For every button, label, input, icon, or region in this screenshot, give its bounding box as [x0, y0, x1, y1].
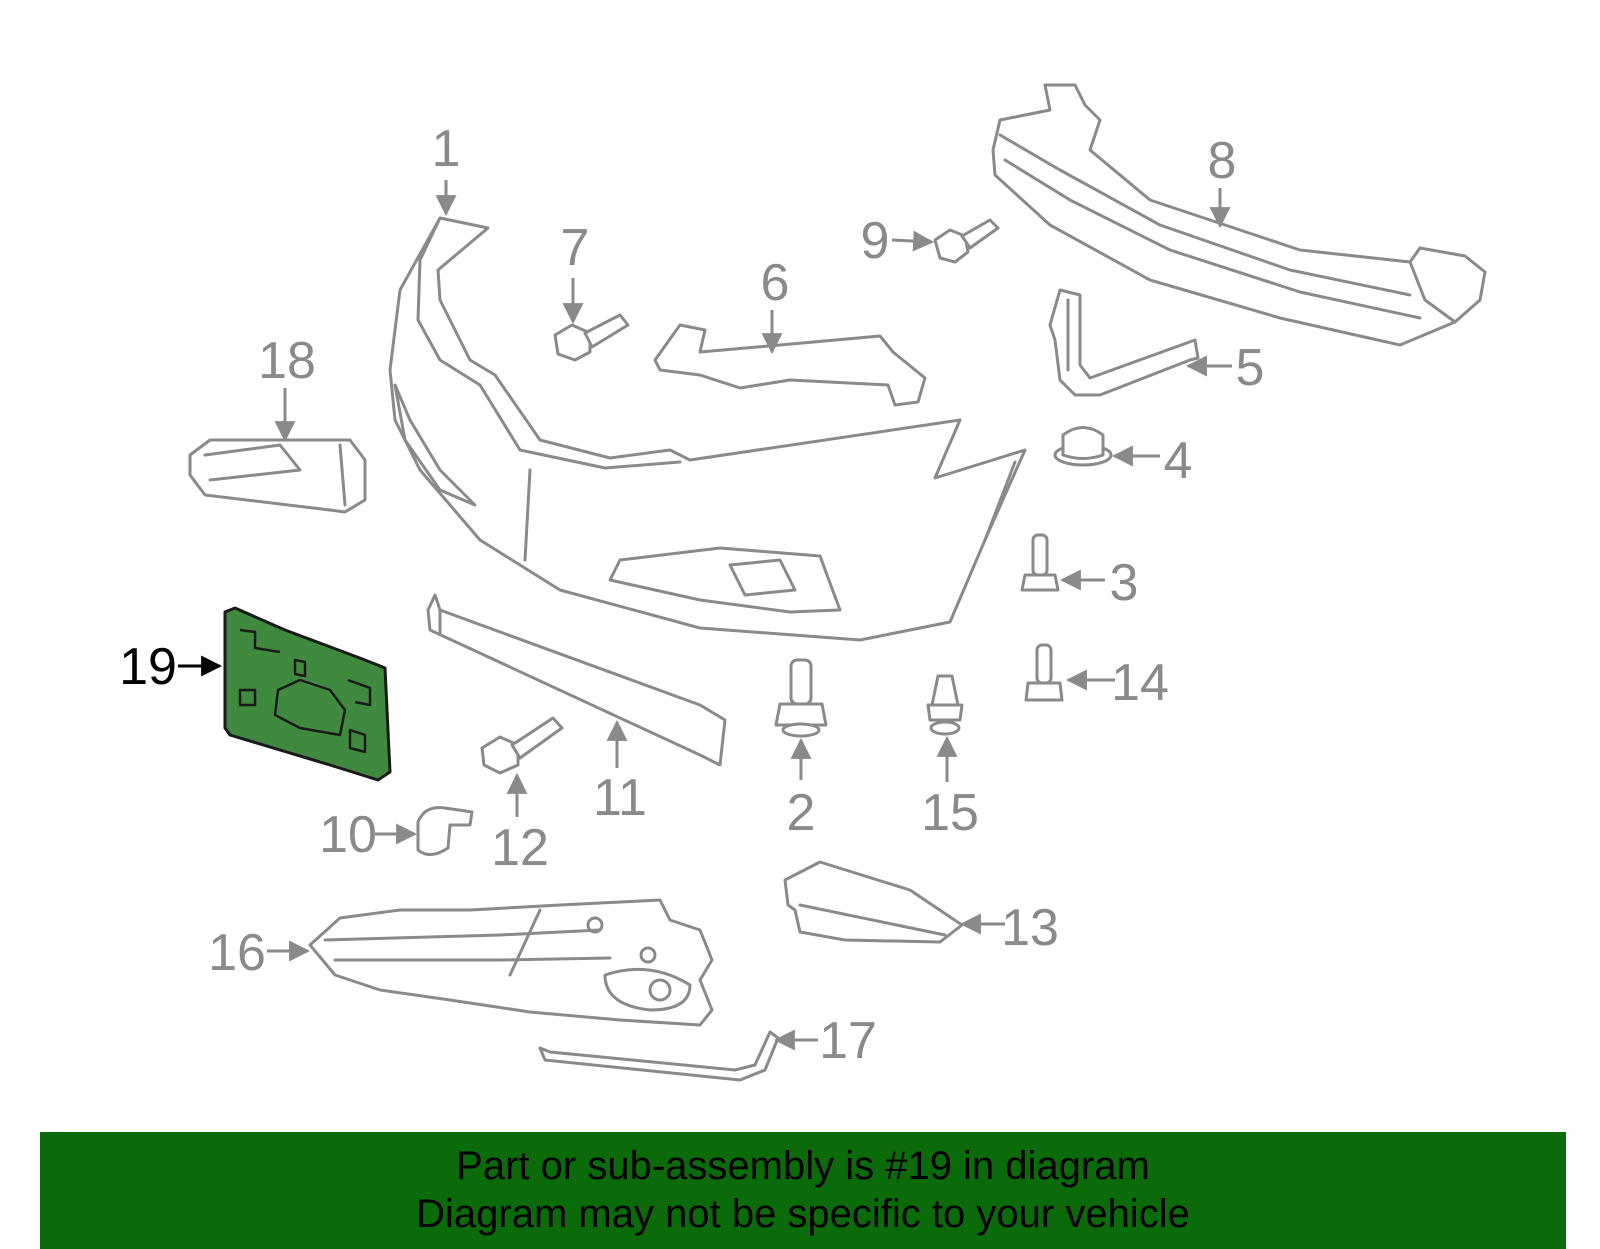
callout-19: 19	[119, 638, 177, 696]
callout-14: 14	[1111, 654, 1169, 712]
callout-18: 18	[258, 332, 316, 390]
part-4-clip	[1053, 426, 1113, 467]
callout-13: 13	[1001, 899, 1059, 957]
part-11-absorber	[426, 593, 727, 767]
part-13-cover-plate	[783, 860, 964, 944]
part-8-reinforcement-beam	[991, 83, 1487, 347]
part-7-bolt	[553, 313, 630, 362]
part-2-screw	[774, 658, 828, 738]
banner-line-2: Diagram may not be specific to your vehi…	[416, 1192, 1190, 1236]
callout-1: 1	[432, 120, 461, 178]
callout-10: 10	[319, 806, 377, 864]
callout-15: 15	[921, 784, 979, 842]
callout-6: 6	[761, 254, 790, 312]
part-1-bumper-cover	[388, 216, 1027, 642]
leader-9	[891, 230, 935, 252]
callout-5: 5	[1236, 339, 1265, 397]
callout-11: 11	[593, 769, 647, 827]
part-10-cap	[416, 806, 474, 856]
part-3-screw	[1020, 533, 1060, 592]
callout-8: 8	[1208, 132, 1237, 190]
part-12-bolt	[480, 716, 564, 775]
part-19-license-plate-bracket	[223, 606, 392, 782]
banner-line-1: Part or sub-assembly is #19 in diagram	[456, 1144, 1150, 1188]
callout-16: 16	[208, 924, 266, 982]
part-9-bolt	[933, 218, 1000, 264]
part-14-screw	[1024, 643, 1064, 702]
part-15-push-clip	[926, 674, 964, 736]
callout-4: 4	[1164, 432, 1193, 490]
info-banner: Part or sub-assembly is #19 in diagram D…	[40, 1132, 1566, 1249]
callout-7: 7	[561, 219, 590, 277]
part-17-molding	[538, 1030, 780, 1082]
part-18-side-marker	[188, 438, 367, 514]
part-5-side-bracket	[1048, 288, 1200, 397]
callout-12: 12	[491, 819, 549, 877]
callout-3: 3	[1110, 554, 1139, 612]
callout-9: 9	[861, 212, 890, 270]
part-6-bracket	[653, 323, 927, 407]
part-16-lower-grille	[308, 898, 714, 1027]
callout-2: 2	[787, 784, 816, 842]
callout-17: 17	[819, 1012, 877, 1070]
